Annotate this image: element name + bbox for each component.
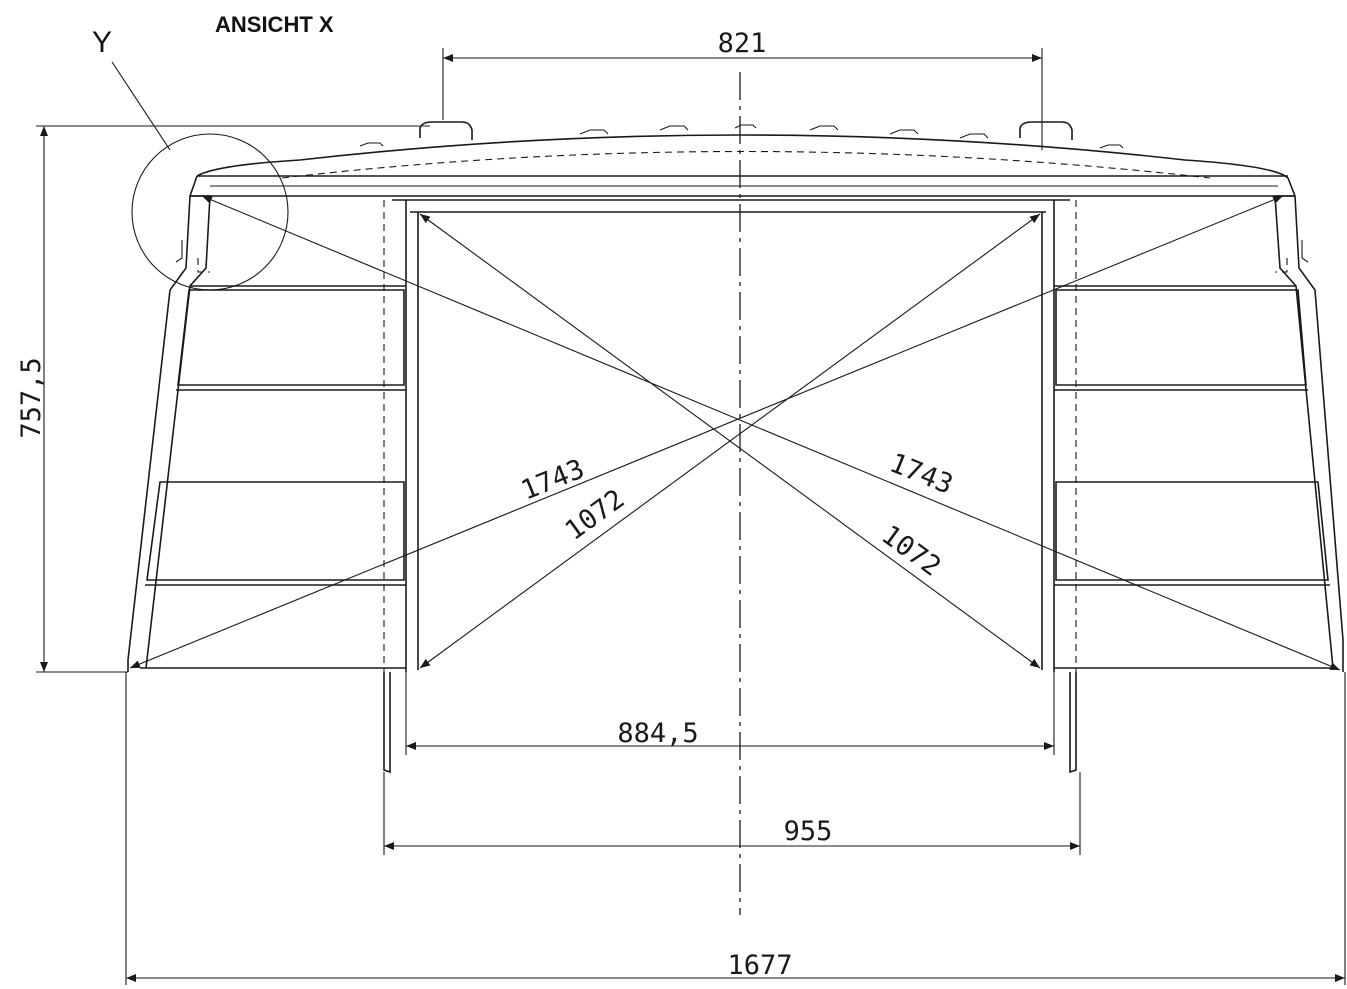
roof-hidden-line xyxy=(281,150,1211,179)
dim-mid-width: 955 xyxy=(383,772,1081,855)
dim-text-821: 821 xyxy=(718,28,767,59)
roof-clip xyxy=(579,129,609,135)
dim-inner-width: 884,5 xyxy=(405,672,1055,755)
roof-crown xyxy=(196,134,1289,179)
roof-clip xyxy=(809,125,839,131)
right-wall xyxy=(1053,177,1344,774)
roof-clip xyxy=(734,124,757,129)
detail-label: Y xyxy=(92,26,112,59)
diagonal-1072-b xyxy=(419,213,1041,669)
dim-overall-width: 1677 xyxy=(125,672,1346,985)
roof-clip xyxy=(959,133,989,139)
diagonal-1743-b xyxy=(129,195,1284,669)
dim-text-1743-right: 1743 xyxy=(885,448,957,501)
left-inner-edge xyxy=(145,195,211,669)
right-window-upper xyxy=(1055,289,1307,386)
dim-top-width: 821 xyxy=(442,28,1043,150)
dim-diagonals: 1743 1743 1072 1072 xyxy=(129,195,1341,671)
diagonal-1743-a xyxy=(201,195,1341,671)
roof-clip xyxy=(889,129,919,135)
dim-text-757-5: 757,5 xyxy=(16,357,47,438)
left-window-upper xyxy=(177,289,405,386)
view-title: ANSICHT X xyxy=(215,12,334,37)
right-outer-edge xyxy=(1287,177,1344,672)
roof xyxy=(190,121,1295,197)
dim-height: 757,5 xyxy=(16,125,430,673)
right-hinge-mark xyxy=(1301,240,1309,263)
dim-text-1677: 1677 xyxy=(727,950,792,981)
roof-clip xyxy=(1099,144,1124,149)
roof-clip xyxy=(359,142,384,147)
dim-text-1743-left: 1743 xyxy=(517,454,589,507)
left-support xyxy=(383,672,391,774)
roof-clip xyxy=(659,125,689,131)
dim-text-884-5: 884,5 xyxy=(617,718,698,749)
right-window-lower xyxy=(1055,481,1329,581)
right-inner-edge xyxy=(1274,195,1334,669)
door-opening xyxy=(392,199,1070,670)
detail-leader-line xyxy=(111,61,171,151)
detail-circle xyxy=(131,133,289,291)
left-hinge-mark xyxy=(175,240,183,263)
left-outer-edge xyxy=(127,175,198,672)
dim-text-1072-left: 1072 xyxy=(560,483,631,546)
right-support xyxy=(1069,672,1077,774)
roof-vent-right xyxy=(1019,121,1073,140)
left-window-lower xyxy=(146,481,405,581)
roof-vent-left xyxy=(419,121,473,140)
dim-text-955: 955 xyxy=(784,816,833,847)
